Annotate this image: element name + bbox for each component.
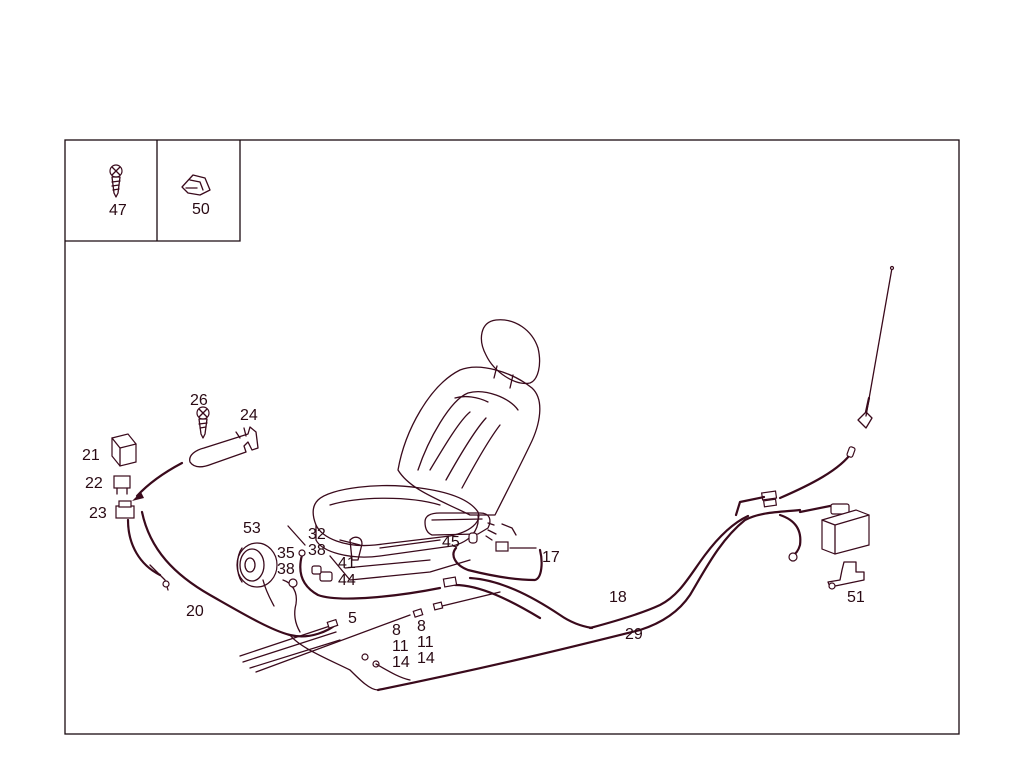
mount-bracket-icon <box>827 561 865 590</box>
label-8-right: 8 <box>417 618 426 635</box>
label-45: 45 <box>442 534 460 551</box>
label-26: 26 <box>190 392 208 409</box>
label-11-right: 11 <box>417 634 434 651</box>
arrow-icon <box>132 461 184 501</box>
label-50: 50 <box>192 201 210 218</box>
seat-drawing <box>312 319 541 581</box>
label-38-upper: 38 <box>308 542 326 559</box>
label-51: 51 <box>847 589 865 606</box>
control-unit-icon <box>821 509 870 555</box>
socket-icon <box>115 500 135 519</box>
label-20: 20 <box>186 603 204 620</box>
screw-icon <box>109 164 123 198</box>
label-8-left: 8 <box>392 622 401 639</box>
label-21: 21 <box>82 447 100 464</box>
relay-icon <box>111 433 137 467</box>
label-11-left: 11 <box>392 638 409 655</box>
small-parts-inset <box>65 140 241 242</box>
label-38-lower: 38 <box>277 561 295 578</box>
antenna-drawing <box>857 265 895 429</box>
clip-icon <box>181 174 211 196</box>
label-22: 22 <box>85 475 103 492</box>
label-44: 44 <box>338 572 356 589</box>
diagram-frame <box>64 139 960 735</box>
label-18: 18 <box>609 589 627 606</box>
label-53: 53 <box>243 520 261 537</box>
label-14-left: 14 <box>392 654 410 671</box>
label-17: 17 <box>542 549 560 566</box>
fuse-icon <box>113 475 131 495</box>
label-29: 29 <box>625 626 643 643</box>
label-23: 23 <box>89 505 107 522</box>
bracket-icon <box>189 406 259 468</box>
label-5: 5 <box>348 610 357 627</box>
label-32: 32 <box>308 526 326 543</box>
label-47: 47 <box>109 202 127 219</box>
wiring-harness <box>126 446 856 692</box>
label-35: 35 <box>277 545 295 562</box>
speaker-icon <box>236 542 278 588</box>
label-41: 41 <box>338 555 356 572</box>
label-14-right: 14 <box>417 650 435 667</box>
label-24: 24 <box>240 407 258 424</box>
